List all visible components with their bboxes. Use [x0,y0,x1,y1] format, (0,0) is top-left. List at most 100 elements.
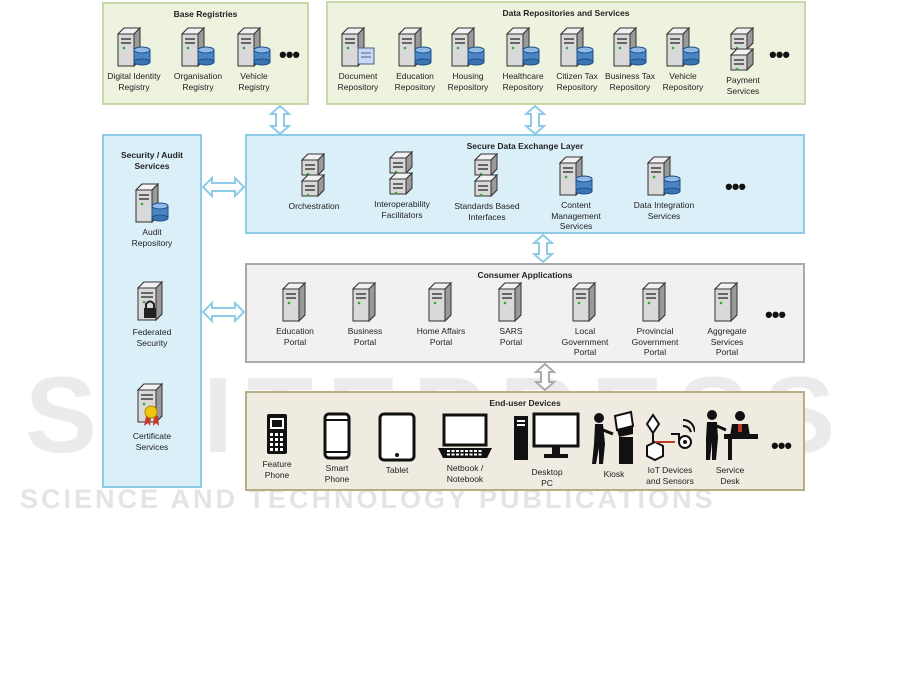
data-repositories-item-8: Payment Services [703,26,783,96]
security-audit-title: Security / Audit Services [120,150,184,171]
double-arrow-exchange-consumer [532,234,554,263]
end-user-devices-item-1: Feature Phone [237,412,317,480]
consumer-apps-item-7: Aggregate Services Portal [687,281,767,358]
data-repositories-item-6-label: Business Tax Repository [605,71,655,92]
database-server-icon [428,26,508,68]
data-repositories-item-3: Housing Repository [428,26,508,92]
server-icon [615,281,695,323]
database-server-icon [537,26,617,68]
security-item-2: Federated Security [112,280,192,348]
base-registries-item-1: Digital Identity Registry [94,26,174,92]
exchange-layer-item-2: Interoperability Facilitators [362,150,442,220]
data-repositories-item-8-label: Payment Services [726,75,760,96]
consumer-apps-more: ••• [765,302,786,327]
server-icon [255,281,335,323]
consumer-apps-item-5: Local Government Portal [545,281,625,358]
double-arrow-consumer-devices [534,363,556,391]
end-user-devices-item-6: Kiosk [574,410,654,480]
server-rack-icon [703,26,783,72]
double-arrow-security-consumer [202,301,245,323]
consumer-apps-item-1-label: Education Portal [276,326,314,347]
secure-data-exchange-title: Secure Data Exchange Layer [466,141,584,151]
base-registries-item-3-label: Vehicle Registry [238,71,270,92]
exchange-layer-more: ••• [725,174,746,199]
database-server-icon [536,155,616,197]
security-item-1-label: Audit Repository [131,227,173,248]
database-server-icon [375,26,455,68]
iot-sensors-icon [630,412,710,462]
exchange-layer-item-4-label: Content Management Services [551,200,601,231]
data-repositories-item-2: Education Repository [375,26,455,92]
end-user-devices-item-4-label: Netbook / Notebook [446,463,484,484]
data-repositories-item-5-label: Citizen Tax Repository [556,71,598,92]
data-repositories-title: Data Repositories and Services [502,8,630,18]
exchange-layer-item-3-label: Standards Based Interfaces [454,201,520,222]
server-icon [401,281,481,323]
consumer-apps-item-4-label: SARS Portal [499,326,523,347]
exchange-layer-item-3: Standards Based Interfaces [447,152,527,222]
exchange-layer-item-1: Orchestration [274,152,354,212]
end-user-devices-item-7: IoT Devices and Sensors [630,412,710,486]
server-rack-icon [362,150,442,196]
security-item-3: Certificate Services [112,382,192,452]
data-repositories-item-4-label: Healthcare Repository [502,71,544,92]
consumer-apps-item-3-label: Home Affairs Portal [416,326,466,347]
end-user-devices-item-8: Service Desk [690,408,770,486]
database-server-icon [112,182,192,224]
consumer-apps-item-3: Home Affairs Portal [401,281,481,347]
end-user-devices-item-3: Tablet [357,412,437,476]
security-item-1: Audit Repository [112,182,192,248]
consumer-apps-item-4: SARS Portal [471,281,551,347]
database-server-icon [590,26,670,68]
end-user-devices-item-6-label: Kiosk [603,469,625,479]
exchange-layer-item-1-label: Orchestration [288,201,340,211]
data-repositories-item-7-label: Vehicle Repository [662,71,704,92]
end-user-devices-item-4: Netbook / Notebook [425,412,505,484]
consumer-apps-item-2-label: Business Portal [347,326,383,347]
consumer-apps-item-5-label: Local Government Portal [561,326,609,357]
end-user-devices-item-5: Desktop PC [507,412,587,488]
server-rack-icon [274,152,354,198]
desktop-pc-icon [507,412,587,464]
data-repositories-item-7: Vehicle Repository [643,26,723,92]
end-user-devices-item-1-label: Feature Phone [262,459,292,480]
lock-server-icon [112,280,192,324]
database-server-icon [214,26,294,68]
end-user-devices-item-3-label: Tablet [385,465,409,475]
double-arrow-repos-exchange [524,105,546,135]
end-user-devices-item-5-label: Desktop PC [531,467,563,488]
exchange-layer-item-5: Data Integration Services [624,155,704,221]
document-server-icon [318,26,398,68]
end-user-devices-item-7-label: IoT Devices and Sensors [646,465,694,486]
data-repositories-item-6: Business Tax Repository [590,26,670,92]
server-icon [545,281,625,323]
feature-phone-icon [237,412,317,456]
server-icon [471,281,551,323]
kiosk-icon [574,410,654,466]
data-repositories-item-1: Document Repository [318,26,398,92]
consumer-apps-item-6-label: Provincial Government Portal [631,326,679,357]
consumer-apps-item-1: Education Portal [255,281,335,347]
exchange-layer-item-2-label: Interoperability Facilitators [374,199,430,220]
end-user-devices-item-2: Smart Phone [297,412,377,484]
security-item-3-label: Certificate Services [132,431,172,452]
service-desk-icon [690,408,770,462]
data-repositories-item-2-label: Education Repository [394,71,436,92]
data-repositories-item-3-label: Housing Repository [447,71,489,92]
database-server-icon [643,26,723,68]
end-user-devices-title: End-user Devices [489,398,561,408]
double-arrow-base-exchange [269,105,291,135]
consumer-apps-item-2: Business Portal [325,281,405,347]
consumer-apps-item-7-label: Aggregate Services Portal [707,326,747,357]
database-server-icon [483,26,563,68]
exchange-layer-item-4: Content Management Services [536,155,616,232]
consumer-apps-item-6: Provincial Government Portal [615,281,695,358]
secure-data-exchange-panel: Secure Data Exchange Layer [245,134,805,234]
server-icon [687,281,767,323]
end-user-devices-more: ••• [771,433,792,458]
base-registries-item-1-label: Digital Identity Registry [107,71,161,92]
end-user-devices-item-8-label: Service Desk [715,465,745,486]
consumer-applications-title: Consumer Applications [477,270,573,280]
base-registries-title: Base Registries [173,9,238,19]
server-icon [325,281,405,323]
